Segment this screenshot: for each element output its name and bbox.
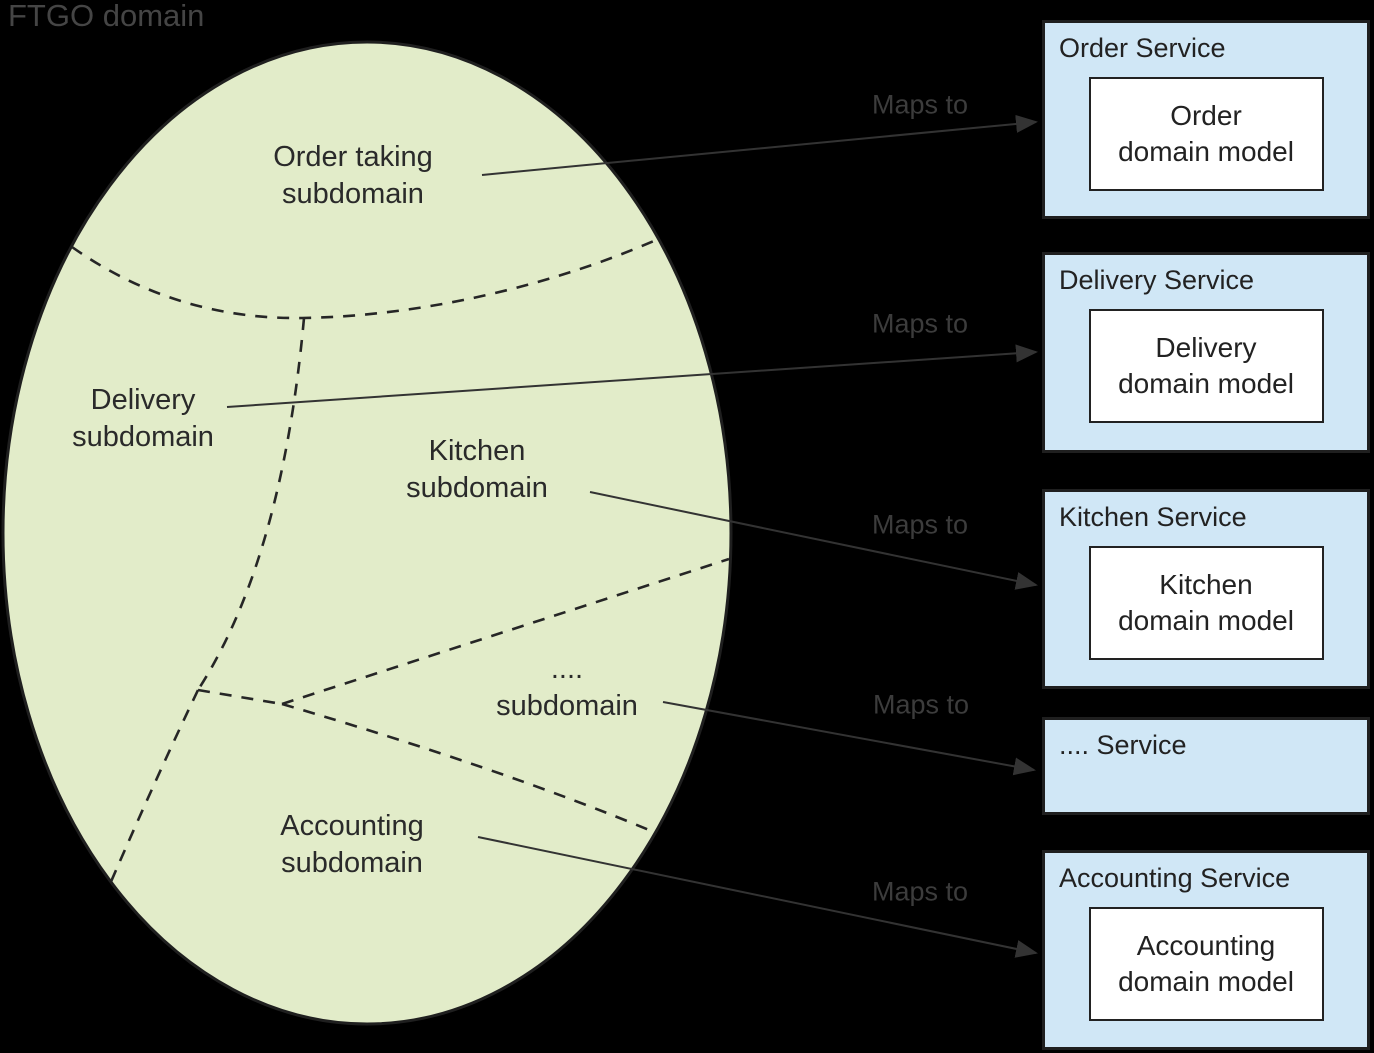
subdomain-label-line: subdomain xyxy=(72,421,214,453)
domain-model-box-order: Order domain model xyxy=(1088,77,1324,191)
service-box-dots: .... Service xyxy=(1042,717,1370,815)
maps-to-arrow-order xyxy=(481,114,1038,176)
subdomain-label-line: Order taking xyxy=(273,141,433,173)
maps-to-label-dots: Maps to xyxy=(872,689,970,720)
domain-model-line: domain model xyxy=(1118,136,1294,167)
subdomain-label-line: Kitchen xyxy=(428,435,526,467)
subdomain-label-delivery: Delivery subdomain xyxy=(72,382,214,456)
domain-model-line: domain model xyxy=(1118,368,1294,399)
domain-model-line: domain model xyxy=(1118,605,1294,636)
service-box-kitchen: Kitchen Service Kitchen domain model xyxy=(1042,489,1370,689)
subdomain-divider-junction xyxy=(197,688,283,706)
maps-to-label-delivery: Maps to xyxy=(871,308,969,339)
ftgo-domain-ellipse xyxy=(1,40,733,1026)
maps-to-label-accounting: Maps to xyxy=(871,876,969,907)
domain-model-line: Kitchen xyxy=(1159,569,1253,600)
maps-to-label-kitchen: Maps to xyxy=(871,509,969,540)
maps-to-label-order: Maps to xyxy=(871,89,969,120)
service-title: Kitchen Service xyxy=(1059,502,1247,532)
subdomain-divider-order-taking xyxy=(71,238,657,320)
subdomain-label-line: subdomain xyxy=(281,847,423,879)
maps-to-arrow-dots xyxy=(662,701,1036,776)
domain-model-line: Accounting xyxy=(1136,930,1276,961)
subdomain-label-line: Delivery xyxy=(90,384,196,416)
subdomain-label-line: .... xyxy=(550,653,584,685)
domain-model-line: Order xyxy=(1170,100,1242,131)
ftgo-domain-title: FTGO domain xyxy=(8,0,205,33)
subdomain-label-dots: .... subdomain xyxy=(496,651,638,725)
service-box-delivery: Delivery Service Delivery domain model xyxy=(1042,252,1370,453)
subdomain-label-line: subdomain xyxy=(496,690,638,722)
maps-to-arrow-accounting xyxy=(477,836,1038,958)
subdomain-label-kitchen: Kitchen subdomain xyxy=(406,433,548,507)
domain-model-box-delivery: Delivery domain model xyxy=(1088,309,1324,423)
domain-model-line: Delivery xyxy=(1155,332,1257,363)
domain-model-box-accounting: Accounting domain model xyxy=(1088,907,1324,1021)
subdomain-label-line: subdomain xyxy=(406,472,548,504)
service-box-order: Order Service Order domain model xyxy=(1042,20,1370,219)
service-box-accounting: Accounting Service Accounting domain mod… xyxy=(1042,850,1370,1050)
service-title: Delivery Service xyxy=(1059,265,1255,295)
subdomain-divider-delivery-lower xyxy=(108,689,200,885)
subdomain-label-accounting: Accounting subdomain xyxy=(280,808,424,882)
subdomain-label-line: subdomain xyxy=(282,178,424,210)
service-title: Accounting Service xyxy=(1059,863,1291,893)
maps-to-arrow-kitchen xyxy=(589,491,1038,590)
service-title: .... Service xyxy=(1059,730,1187,760)
subdomain-label-line: Accounting xyxy=(280,810,424,842)
service-title: Order Service xyxy=(1059,33,1226,63)
maps-to-arrow-delivery xyxy=(226,344,1038,408)
domain-model-box-kitchen: Kitchen domain model xyxy=(1088,546,1324,660)
domain-model-line: domain model xyxy=(1118,966,1294,997)
subdomain-label-order-taking: Order taking subdomain xyxy=(273,139,433,213)
